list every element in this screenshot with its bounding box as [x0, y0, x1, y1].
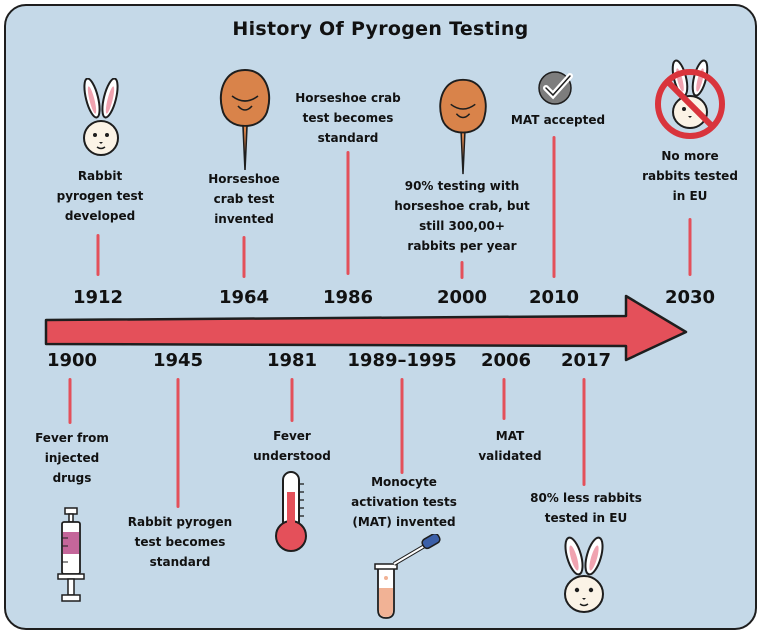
event-label-1989-1995: Monocyte activation tests (MAT) invented	[329, 472, 479, 532]
event-line: activation tests	[351, 495, 457, 509]
tick-1900	[68, 378, 72, 424]
event-line: MAT	[495, 429, 525, 443]
event-line: horseshoe crab, but	[394, 199, 530, 213]
event-label-1986: Horseshoe crab test becomes standard	[283, 88, 413, 148]
event-line: invented	[214, 212, 274, 226]
event-label-2006: MAT validated	[460, 426, 560, 466]
syringe-icon	[57, 507, 85, 602]
year-1986: 1986	[322, 287, 374, 308]
event-label-2030: No more rabbits tested in EU	[630, 146, 750, 206]
event-line: Rabbit pyrogen	[127, 515, 233, 529]
year-2010: 2010	[528, 287, 580, 308]
event-line: test becomes	[134, 535, 226, 549]
horseshoe-crab-icon	[219, 68, 271, 171]
checkmark-badge-icon	[538, 71, 573, 105]
thermometer-icon	[275, 471, 307, 552]
event-line: Horseshoe	[208, 172, 280, 186]
test-tube-dropper-icon	[374, 534, 441, 619]
event-label-1945: Rabbit pyrogen test becomes standard	[110, 512, 250, 572]
year-2006: 2006	[480, 350, 532, 371]
year-1912: 1912	[72, 287, 124, 308]
event-line: rabbits per year	[407, 239, 517, 253]
year-1964: 1964	[218, 287, 270, 308]
event-label-2010: MAT accepted	[498, 110, 618, 130]
event-line: No more	[661, 149, 719, 163]
year-2017: 2017	[560, 350, 612, 371]
event-line: still 300,00+	[419, 219, 505, 233]
event-line: Fever	[273, 429, 311, 443]
horseshoe-crab-icon	[439, 78, 487, 175]
tick-1986	[346, 151, 350, 275]
timeline-infographic: History Of Pyrogen Testing 1912 Rabbit p…	[4, 4, 757, 630]
tick-1989-1995	[400, 378, 404, 474]
tick-1964	[242, 236, 246, 278]
rabbit-icon	[83, 78, 119, 156]
event-label-1912: Rabbit pyrogen test developed	[40, 166, 160, 226]
infographic-title: History Of Pyrogen Testing	[232, 18, 529, 40]
event-line: (MAT) invented	[352, 515, 456, 529]
tick-2010	[552, 136, 556, 278]
event-line: understood	[253, 449, 331, 463]
event-line: 80% less rabbits	[530, 491, 642, 505]
year-1945: 1945	[152, 350, 204, 371]
year-1989-1995: 1989–1995	[347, 350, 457, 371]
event-label-2017: 80% less rabbits tested in EU	[516, 488, 656, 528]
tick-2006	[502, 378, 506, 420]
tick-1912	[96, 234, 100, 276]
event-line: MAT accepted	[510, 113, 606, 127]
event-line: developed	[64, 209, 136, 223]
event-label-1964: Horseshoe crab test invented	[189, 169, 299, 229]
event-line: Rabbit	[77, 169, 123, 183]
event-line: drugs	[52, 471, 92, 485]
event-line: in EU	[672, 189, 708, 203]
tick-2017	[582, 378, 586, 486]
tick-2030	[688, 218, 692, 276]
tick-2000	[460, 261, 464, 279]
event-line: pyrogen test	[56, 189, 144, 203]
tick-1945	[176, 378, 180, 508]
event-line: Fever from	[35, 431, 109, 445]
event-line: standard	[317, 131, 379, 145]
year-1981: 1981	[266, 350, 318, 371]
event-line: 90% testing with	[404, 179, 520, 193]
event-line: crab test	[213, 192, 275, 206]
event-line: test becomes	[302, 111, 394, 125]
rabbit-icon	[564, 536, 604, 613]
event-line: injected	[44, 451, 100, 465]
event-label-2000: 90% testing with horseshoe crab, but sti…	[387, 176, 537, 256]
event-label-1981: Fever understood	[237, 426, 347, 466]
event-line: standard	[149, 555, 211, 569]
year-2030: 2030	[664, 287, 716, 308]
event-line: tested in EU	[544, 511, 628, 525]
event-line: Monocyte	[371, 475, 437, 489]
no-rabbit-icon	[655, 59, 725, 139]
event-label-1900: Fever from injected drugs	[17, 428, 127, 488]
year-2000: 2000	[436, 287, 488, 308]
tick-1981	[290, 378, 294, 422]
event-line: Horseshoe crab	[295, 91, 401, 105]
year-1900: 1900	[46, 350, 98, 371]
event-line: rabbits tested	[642, 169, 738, 183]
timeline-arrow	[44, 294, 688, 362]
event-line: validated	[478, 449, 542, 463]
